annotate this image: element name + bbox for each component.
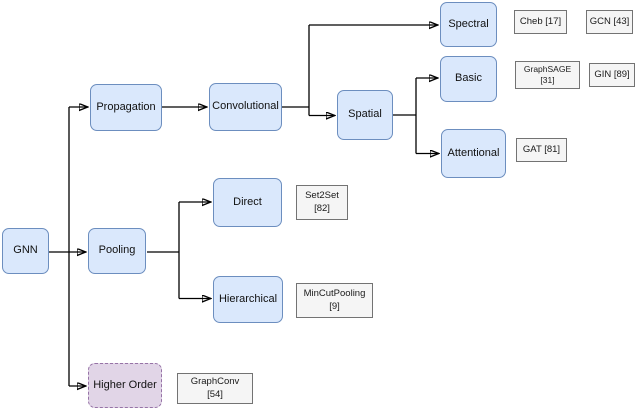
ref-gat: GAT [81]: [516, 138, 567, 162]
node-higher-order: Higher Order: [88, 363, 162, 408]
node-pooling: Pooling: [88, 228, 146, 274]
ref-gin: GIN [89]: [589, 63, 635, 87]
node-spectral: Spectral: [440, 2, 497, 47]
ref-set2set: Set2Set [82]: [296, 185, 348, 220]
node-gnn: GNN: [2, 228, 49, 274]
ref-graphsage: GraphSAGE [31]: [515, 61, 580, 89]
node-direct: Direct: [213, 178, 282, 227]
node-attentional: Attentional: [441, 129, 506, 178]
ref-graphconv: GraphConv [54]: [177, 373, 253, 404]
node-propagation: Propagation: [90, 84, 162, 131]
ref-cheb: Cheb [17]: [514, 10, 567, 34]
node-convolutional: Convolutional: [209, 83, 282, 131]
node-hierarchical: Hierarchical: [213, 276, 283, 323]
node-basic: Basic: [440, 56, 497, 102]
node-spatial: Spatial: [337, 90, 393, 140]
ref-gcn: GCN [43]: [586, 10, 633, 34]
ref-mincutpooling: MinCutPooling [9]: [296, 283, 373, 318]
